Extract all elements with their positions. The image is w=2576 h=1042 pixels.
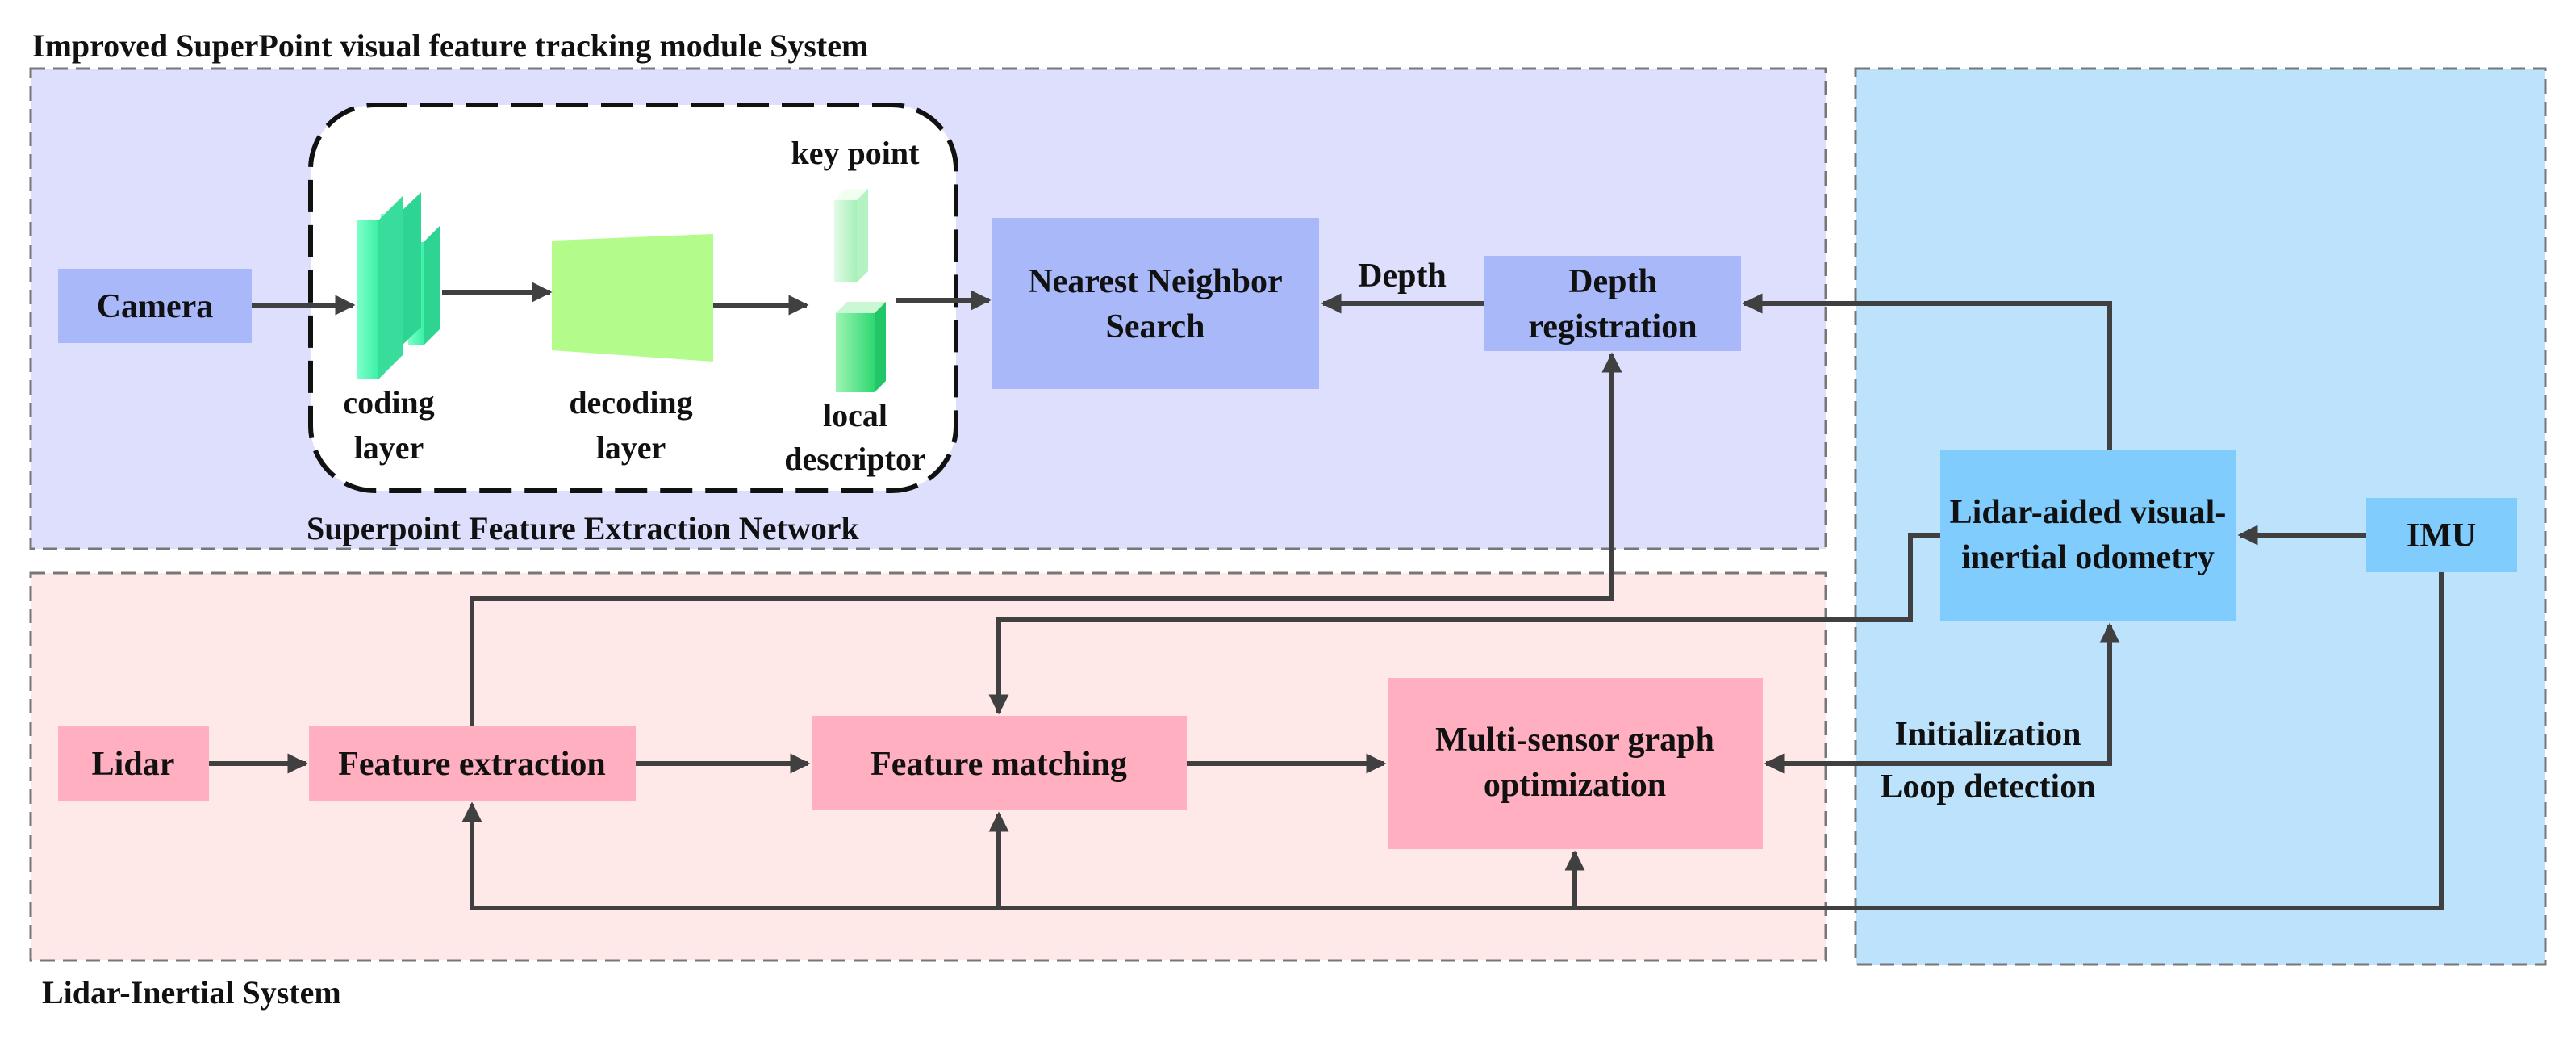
lidar-aided-vio-label-line2: inertial odometry [1961, 539, 2215, 576]
camera-label: Camera [97, 288, 214, 325]
lidar-aided-vio-box [1940, 450, 2236, 621]
depth-registration-label-line2: registration [1528, 308, 1697, 345]
lidar-box [58, 726, 209, 801]
feature-extraction-label: Feature extraction [338, 746, 606, 783]
lidar-label: Lidar [92, 746, 175, 783]
coding-label-line1: coding [343, 384, 434, 421]
arrow-imu-feedback [1564, 572, 2444, 910]
key-point-icon [834, 189, 868, 282]
lidar-aided-vio-label-line1: Lidar-aided visual- [1950, 494, 2227, 531]
decoding-label-line1: decoding [569, 384, 692, 421]
lidar-inertial-system-label: Lidar-Inertial System [42, 974, 341, 1011]
nearest-neighbor-box [992, 218, 1319, 389]
imu-label: IMU [2407, 517, 2476, 554]
graph-optimization-label-line2: optimization [1484, 767, 1666, 804]
arrow-vio-to-feature-matching [988, 533, 1940, 715]
coding-label-line2: layer [354, 429, 424, 466]
arrow-optimization-vio-bidirectional [1764, 622, 2120, 774]
loop-detection-edge-label: Loop detection [1880, 768, 2095, 806]
imu-box [2366, 498, 2517, 572]
decoding-label-line2: layer [596, 429, 666, 466]
graph-optimization-box [1388, 678, 1763, 849]
extraction-network-label: Superpoint Feature Extraction Network [307, 510, 860, 546]
superpoint-system-label: Improved SuperPoint visual feature track… [32, 27, 868, 64]
feature-extraction-box [309, 726, 636, 801]
initialization-edge-label: Initialization [1894, 716, 2081, 753]
feature-matching-label: Feature matching [870, 746, 1127, 783]
feature-matching-box [812, 716, 1187, 810]
local-descriptor-icon [836, 302, 886, 392]
local-descriptor-label-line2: descriptor [784, 441, 926, 477]
camera-box [58, 269, 252, 343]
key-point-label: key point [791, 135, 921, 171]
depth-registration-label-line1: Depth [1568, 263, 1657, 300]
decoding-layer-icon [552, 234, 713, 362]
depth-edge-label: Depth [1358, 257, 1447, 295]
local-descriptor-label-line1: local [823, 397, 887, 433]
arrow-feedback-to-extraction [461, 801, 1575, 910]
graph-optimization-label-line1: Multi-sensor graph [1435, 722, 1714, 759]
arrow-vio-to-depth-registration [1742, 293, 2112, 450]
nearest-neighbor-label-line2: Search [1106, 308, 1205, 345]
depth-registration-box [1484, 256, 1741, 351]
coding-layer-icon [357, 192, 440, 379]
nearest-neighbor-label-line1: Nearest Neighbor [1028, 263, 1282, 300]
arrow-extraction-to-depth-registration [470, 352, 1622, 726]
